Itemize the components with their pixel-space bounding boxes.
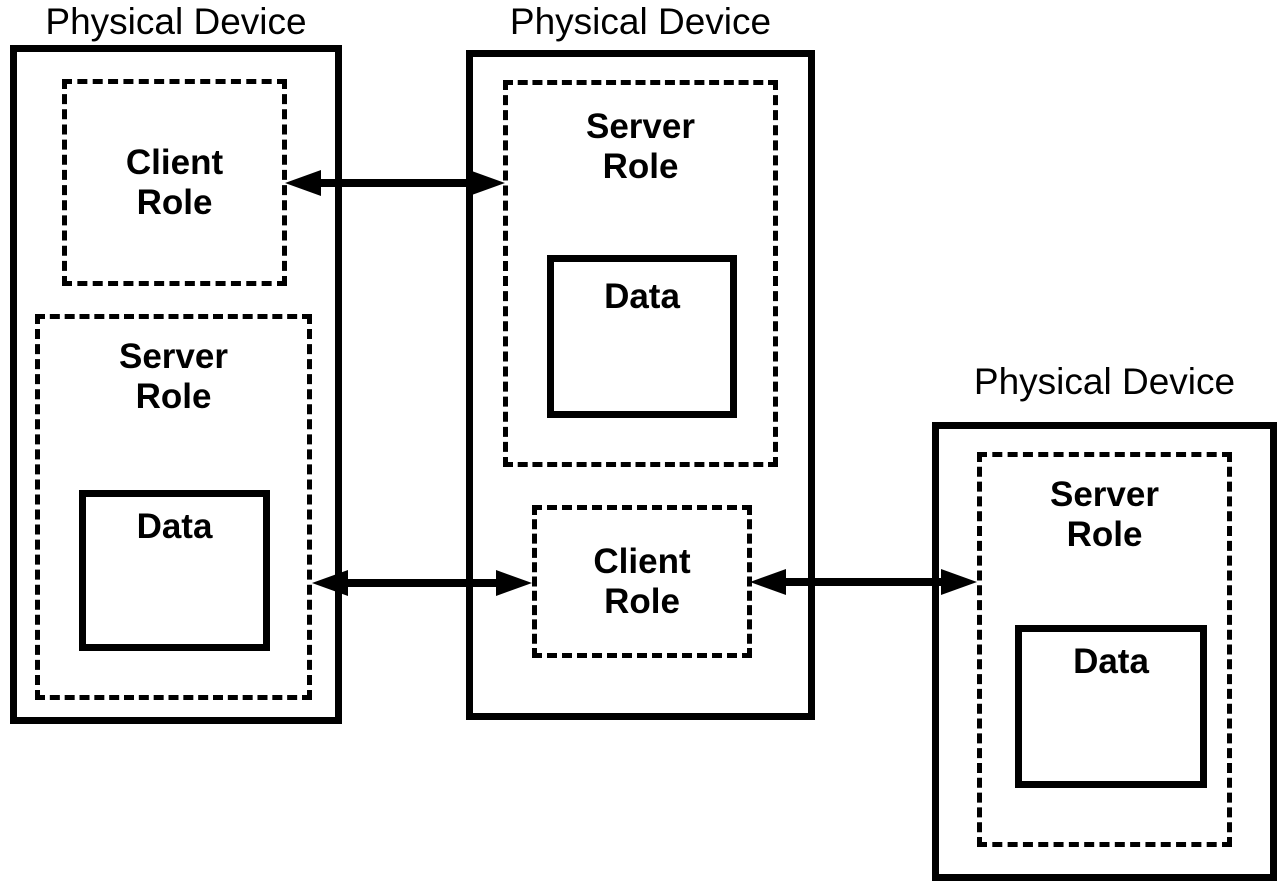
device-1-client-role-label: Client Role <box>125 142 224 222</box>
device-2-client-role-box: Client Role <box>532 505 752 658</box>
device-2-box: Server Role Data Client Role <box>466 50 815 720</box>
device-1-data-label: Data <box>136 507 213 546</box>
device-1-server-role-label: Server Role <box>119 337 228 416</box>
device-1-client-role-box: Client Role <box>62 79 287 286</box>
device-3-data-box: Data <box>1015 625 1207 788</box>
device-2-title: Physical Device <box>509 1 772 42</box>
device-3-title: Physical Device <box>973 361 1236 402</box>
device-2-data-label: Data <box>604 277 680 316</box>
device-3-box: Server Role Data <box>932 422 1277 881</box>
device-3-data-label: Data <box>1073 642 1149 681</box>
device-1-server-role-box: Server Role <box>35 314 312 700</box>
device-3-server-role-box: Server Role <box>977 452 1232 847</box>
device-2-server-role-box: Server Role <box>503 80 778 467</box>
device-2-server-role-label: Server Role <box>586 107 695 186</box>
device-2-client-role-label: Client Role <box>593 541 691 621</box>
device-1-title: Physical Device <box>45 1 307 42</box>
device-1-box: Client Role Server Role Data <box>10 45 342 724</box>
device-3-server-role-label: Server Role <box>1050 475 1159 554</box>
device-2-data-box: Data <box>547 255 737 418</box>
device-1-data-box: Data <box>79 490 270 651</box>
